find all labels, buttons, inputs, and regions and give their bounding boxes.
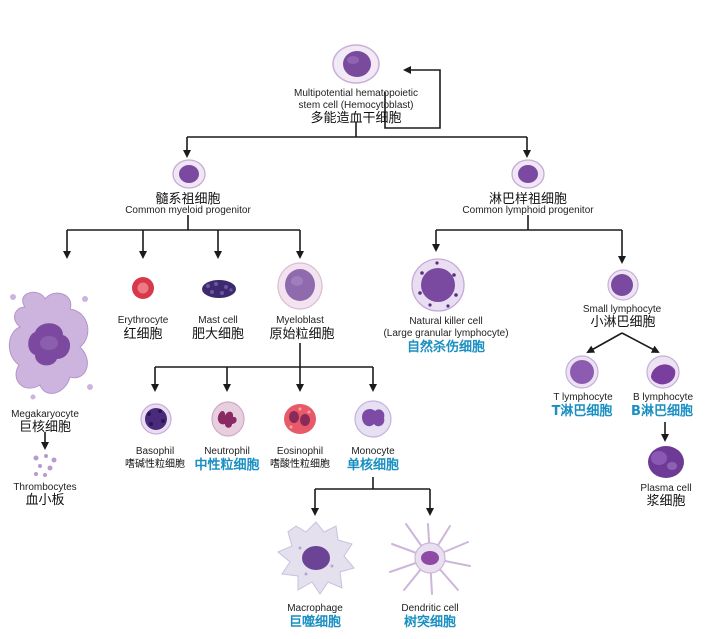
megakaryocyte-en: Megakaryocyte	[11, 409, 79, 420]
eosinophil-cn: 嗜酸性粒细胞	[270, 459, 330, 470]
natural-killer-cell-image	[411, 258, 465, 312]
macrophage-image	[277, 521, 355, 595]
basophil-cn: 嗜碱性粒细胞	[125, 459, 185, 470]
t-lymphocyte-cn: T淋巴细胞	[551, 404, 613, 419]
t-lymphocyte-en: T lymphocyte	[553, 392, 613, 403]
plasma-cell-en: Plasma cell	[640, 483, 692, 494]
eosinophil-image	[284, 404, 316, 434]
stem-cell-cn: 多能造血干细胞	[310, 111, 402, 126]
erythrocyte-cn: 红细胞	[123, 327, 163, 342]
myeloblast-image	[277, 262, 323, 310]
megakaryocyte-cn: 巨核细胞	[18, 420, 72, 435]
thrombocytes-en: Thrombocytes	[13, 482, 77, 493]
plasma-cell-image	[648, 446, 684, 478]
myeloid-progenitor-image	[172, 159, 206, 189]
small-lymphocyte-en: Small lymphocyte	[582, 304, 662, 315]
nk-cell-en-line1: Natural killer cell	[409, 316, 483, 327]
basophil-en: Basophil	[135, 446, 175, 457]
neutrophil-image	[211, 401, 245, 437]
t-lymphocyte-image	[565, 355, 599, 389]
mast-cell-en: Mast cell	[198, 315, 238, 326]
stem-cell-en-line1: Multipotential hematopoietic	[294, 88, 418, 99]
dendritic-cell-en: Dendritic cell	[401, 603, 459, 614]
erythrocyte-en: Erythrocyte	[117, 315, 169, 326]
neutrophil-en: Neutrophil	[204, 446, 250, 457]
mast-cell-image	[202, 280, 236, 298]
neutrophil-cn: 中性粒细胞	[194, 458, 260, 473]
plasma-cell-cn: 浆细胞	[646, 494, 686, 509]
mast-cell-cn: 肥大细胞	[191, 327, 245, 342]
myeloblast-en: Myeloblast	[276, 315, 324, 326]
dendritic-cell-image	[389, 523, 471, 595]
b-lymphocyte-image	[646, 355, 680, 389]
stem-cell-en-line2: stem cell (Hemocytoblast)	[298, 100, 414, 111]
thrombocytes-image	[33, 454, 57, 477]
nk-cell-en-line2: (Large granular lymphocyte)	[383, 328, 509, 339]
lymphoid-progenitor-en: Common lymphoid progenitor	[462, 205, 594, 216]
dendritic-cell-cn: 树突细胞	[403, 615, 457, 630]
small-lymphocyte-cn: 小淋巴细胞	[590, 315, 656, 330]
basophil-image	[140, 403, 172, 435]
thrombocytes-cn: 血小板	[25, 493, 65, 508]
small-lymphocyte-image	[607, 269, 639, 301]
stem-cell-image	[332, 44, 380, 84]
myeloid-progenitor-en: Common myeloid progenitor	[125, 205, 251, 216]
b-lymphocyte-en: B lymphocyte	[632, 392, 694, 403]
erythrocyte-image	[132, 277, 154, 299]
lymphoid-progenitor-cn: 淋巴样祖细胞	[488, 192, 568, 207]
eosinophil-en: Eosinophil	[276, 446, 324, 457]
monocyte-image	[354, 400, 392, 438]
macrophage-cn: 巨噬细胞	[288, 615, 342, 630]
monocyte-en: Monocyte	[351, 446, 395, 457]
b-lymphocyte-cn: B淋巴细胞	[631, 404, 693, 419]
lymphoid-progenitor-image	[511, 159, 545, 189]
myeloid-progenitor-cn: 髓系祖细胞	[155, 192, 221, 207]
monocyte-cn: 单核细胞	[346, 458, 400, 473]
myeloblast-cn: 原始粒细胞	[269, 327, 335, 342]
megakaryocyte-image	[8, 291, 93, 400]
macrophage-en: Macrophage	[287, 603, 343, 614]
nk-cell-cn: 自然杀伤细胞	[406, 340, 486, 355]
